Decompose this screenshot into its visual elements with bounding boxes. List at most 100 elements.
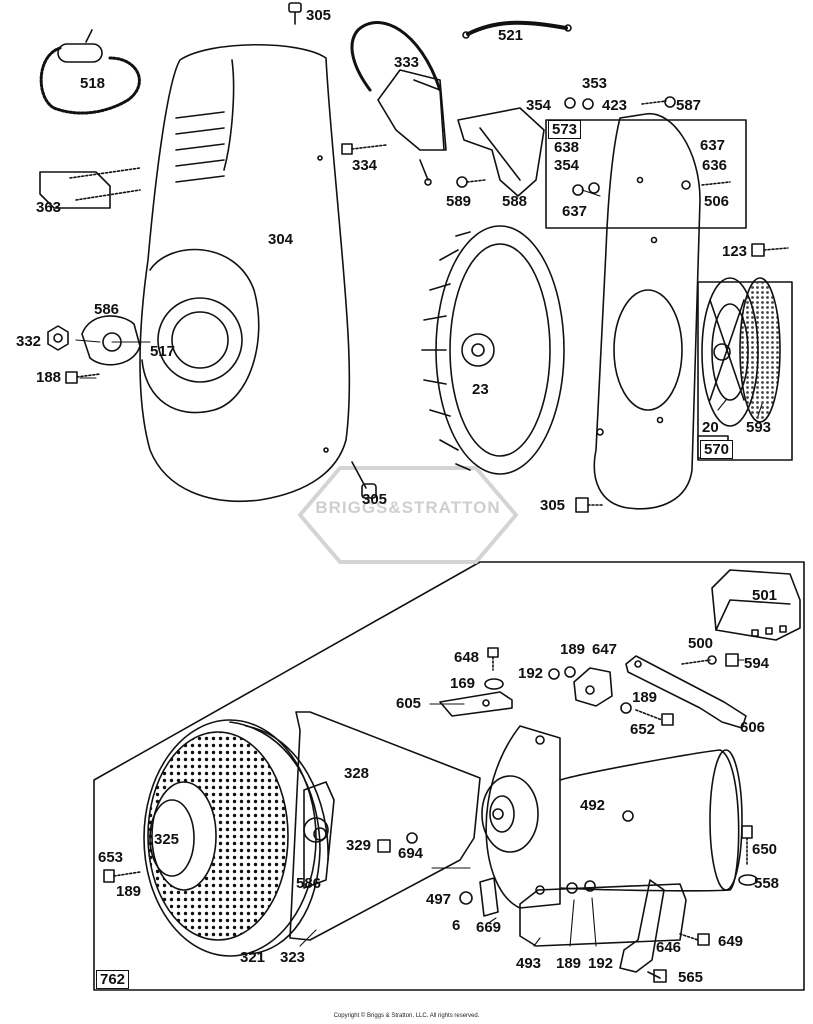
callout-189: 189: [560, 641, 586, 658]
bracket-669: [479, 877, 499, 917]
callout-586b: 586: [296, 875, 322, 892]
callout-20: 20: [702, 419, 719, 436]
pulley-assembly: [143, 719, 329, 957]
screw-652: [635, 709, 674, 726]
callout-305c: 305: [540, 497, 566, 514]
callout-573: 573: [548, 120, 582, 139]
callout-123: 123: [722, 243, 748, 260]
callout-521: 521: [498, 27, 524, 44]
bracket-647: [573, 667, 613, 707]
kit-762-outline: [93, 561, 805, 991]
copyright-notice: Copyright © Briggs & Stratton, LLC. All …: [333, 1013, 480, 1019]
screw-305-middle: [351, 461, 377, 499]
callout-636: 636: [702, 157, 728, 174]
strap-646: [619, 879, 665, 973]
callout-169: 169: [450, 675, 476, 692]
callout-323: 323: [280, 949, 306, 966]
callout-189b: 189: [632, 689, 658, 706]
callout-762: 762: [96, 970, 130, 989]
bracket-493: [519, 880, 687, 947]
rope-handle-518: [39, 29, 141, 115]
callout-6: 6: [452, 917, 461, 934]
callout-192b: 192: [588, 955, 614, 972]
callout-593: 593: [746, 419, 772, 436]
screw-565: [647, 969, 667, 983]
callout-325: 325: [154, 831, 180, 848]
plate-586-bottom: [313, 827, 327, 841]
callout-333: 333: [394, 54, 420, 71]
washer-169: [484, 678, 504, 690]
callout-653: 653: [98, 849, 124, 866]
screw-648: [487, 647, 499, 671]
callout-647: 647: [592, 641, 618, 658]
flywheel-23: [421, 225, 565, 475]
bracket-363: [39, 167, 141, 209]
callout-649: 649: [718, 933, 744, 950]
screw-653: [103, 869, 141, 883]
kit-573-box: [545, 119, 747, 229]
callout-646: 646: [656, 939, 682, 956]
callout-506: 506: [704, 193, 730, 210]
callout-637b: 637: [562, 203, 588, 220]
plate-586-top: [81, 315, 141, 366]
callout-423: 423: [602, 97, 628, 114]
strap-606: [625, 655, 747, 729]
callout-363: 363: [36, 199, 62, 216]
callout-189c: 189: [116, 883, 142, 900]
wire-521: [462, 20, 572, 39]
callout-189d: 189: [556, 955, 582, 972]
screw-594: [725, 653, 739, 667]
washer-558: [738, 874, 758, 886]
screw-188: [65, 371, 101, 384]
callout-694: 694: [398, 845, 424, 862]
screw-305-right: [575, 497, 605, 513]
belt-guard-328: [289, 711, 481, 941]
callout-558: 558: [754, 875, 780, 892]
callout-354b: 354: [554, 157, 580, 174]
callout-586: 586: [94, 301, 120, 318]
callout-648: 648: [454, 649, 480, 666]
screw-329: [377, 839, 391, 853]
callout-501: 501: [752, 587, 778, 604]
hardware-573: [564, 96, 731, 196]
callout-594: 594: [744, 655, 770, 672]
callout-650: 650: [752, 841, 778, 858]
callout-353: 353: [582, 75, 608, 92]
callout-23: 23: [472, 381, 489, 398]
callout-587: 587: [676, 97, 702, 114]
backplate: [593, 113, 701, 510]
callout-492: 492: [580, 797, 606, 814]
callout-329: 329: [346, 837, 372, 854]
callout-500: 500: [688, 635, 714, 652]
watermark-badge: [298, 466, 518, 564]
callout-305: 305: [306, 7, 332, 24]
screw-589: [456, 176, 486, 188]
callout-304: 304: [268, 231, 294, 248]
bracket-605: [439, 691, 513, 717]
ignition-armature-333: [350, 21, 447, 186]
callout-334: 334: [352, 157, 378, 174]
screw-334: [341, 143, 387, 155]
screw-500: [681, 659, 711, 665]
watermark: BRIGGS&STRATTON: [315, 498, 501, 517]
washer-189-mid: [620, 702, 632, 714]
leader-lines: [75, 189, 763, 947]
callout-570: 570: [700, 440, 734, 459]
callout-493: 493: [516, 955, 542, 972]
callout-517: 517: [150, 343, 176, 360]
callout-305b: 305: [362, 491, 388, 508]
callout-565: 565: [678, 969, 704, 986]
callout-669: 669: [476, 919, 502, 936]
starter-motor-492: [481, 725, 743, 909]
callout-638: 638: [554, 139, 580, 156]
callout-188: 188: [36, 369, 62, 386]
screw-305-top: [288, 2, 302, 25]
callout-497: 497: [426, 891, 452, 908]
callout-606: 606: [740, 719, 766, 736]
callout-328: 328: [344, 765, 370, 782]
blower-housing-304: [139, 43, 351, 502]
screw-649: [679, 933, 710, 946]
bracket-588: [457, 107, 545, 197]
callout-354: 354: [526, 97, 552, 114]
washer-189-top: [564, 666, 576, 678]
